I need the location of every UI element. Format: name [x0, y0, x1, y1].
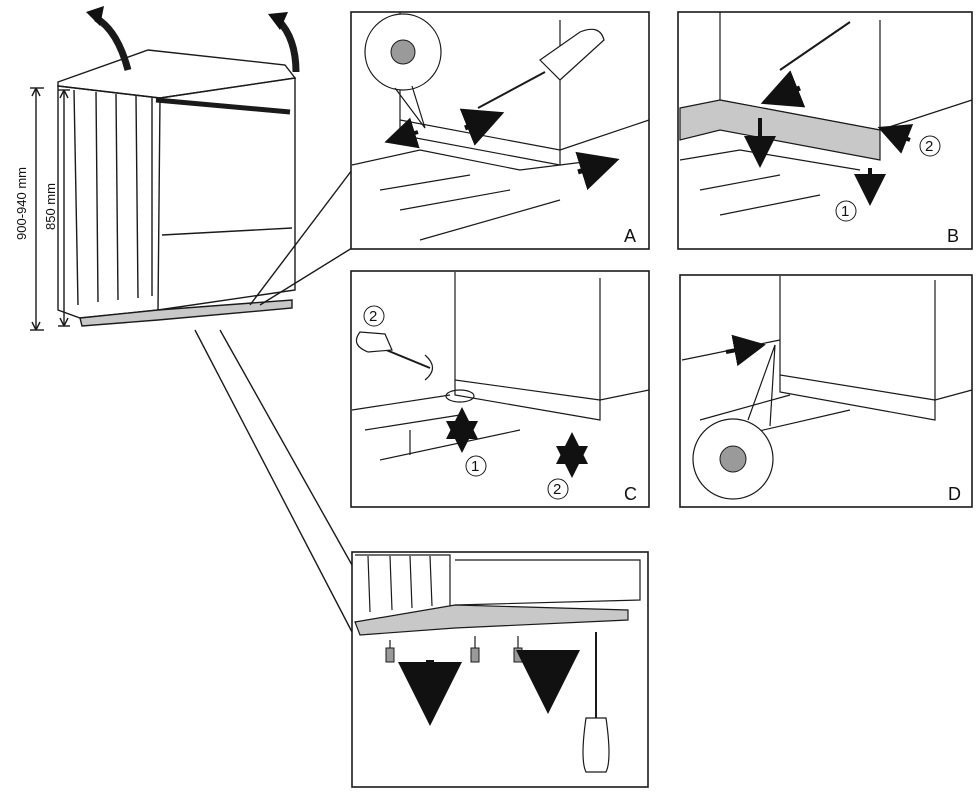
step-number: 1	[841, 203, 849, 220]
arrow-b-right	[877, 124, 914, 154]
panel-a: A	[350, 11, 650, 250]
arrow-right-lower	[575, 151, 620, 191]
panel-c: 2 1 2 C	[350, 270, 650, 508]
screw-head	[719, 445, 747, 473]
screwdriver-handle	[355, 331, 393, 353]
panel-letter-b: B	[947, 226, 959, 246]
plinth-strip	[354, 604, 629, 636]
screwdriver-handle	[539, 28, 605, 81]
step-number: 2	[369, 308, 377, 325]
dishwasher-illustration	[30, 6, 353, 633]
plinth-strip	[79, 299, 293, 327]
body-height-label: 850 mm	[43, 183, 58, 230]
panel-d: D	[679, 274, 973, 508]
step-number: 2	[553, 481, 561, 498]
arrow-out-left	[384, 117, 420, 149]
panel-b: 2 1 B	[677, 11, 973, 250]
panel-letter-d: D	[948, 484, 961, 504]
arrow-in-right	[459, 108, 505, 146]
step-number: 1	[471, 458, 479, 475]
screw	[470, 647, 480, 663]
arrow-b-left	[760, 70, 806, 108]
screw	[385, 647, 395, 663]
panel-letter-a: A	[624, 226, 636, 246]
plinth-removed	[679, 99, 881, 161]
screw	[513, 647, 523, 663]
screw-head	[390, 39, 416, 65]
step-number: 2	[925, 138, 933, 155]
arrow-d-right	[725, 334, 766, 367]
screwdriver-handle	[582, 717, 610, 773]
panel-letter-c: C	[624, 484, 637, 504]
total-height-label: 900-940 mm	[14, 167, 29, 240]
panel-e	[351, 551, 649, 788]
